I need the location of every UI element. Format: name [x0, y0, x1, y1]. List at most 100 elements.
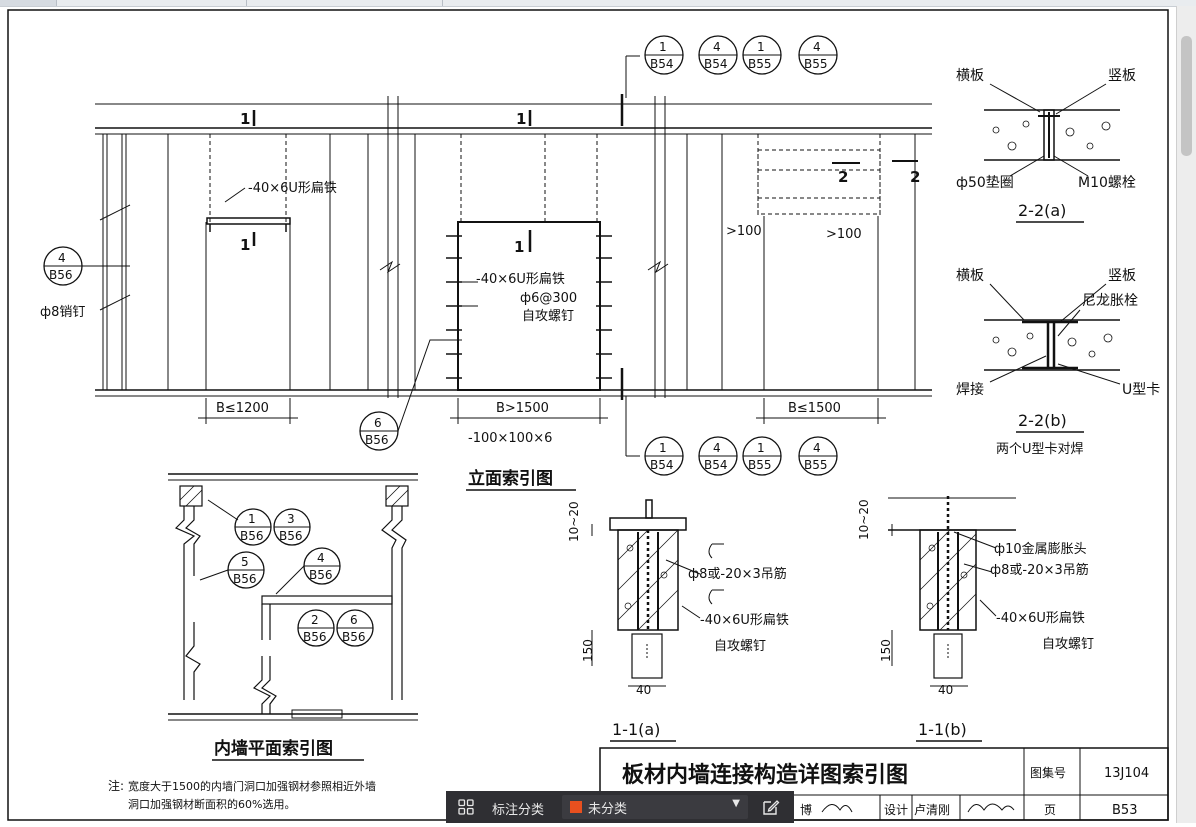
svg-text:1: 1 — [757, 441, 765, 455]
tab[interactable] — [246, 0, 443, 6]
title-block-title: 板材内墙连接构造详图索引图 — [622, 762, 908, 788]
title-block-atlas-no: 13J104 — [1104, 766, 1149, 781]
svg-text:B56: B56 — [342, 630, 366, 644]
svg-text:4: 4 — [813, 441, 821, 455]
elevation-label-flat-iron-2: -40×6U形扁铁 — [476, 272, 565, 287]
callout-group-bottom[interactable]: 1 B54 4 B54 1 B55 4 B55 — [625, 396, 838, 476]
label-flat-iron-a: -40×6U形扁铁 — [700, 613, 789, 628]
callout-5-b56[interactable]: 5 B56 — [199, 551, 265, 589]
dim-10-20: 10~20 — [567, 501, 581, 542]
scrollbar-thumb[interactable] — [1181, 36, 1192, 156]
note-line-2: 洞口加强钢材断面积的60%选用。 — [128, 797, 295, 811]
callout-4-b56[interactable]: 4 B56 — [43, 246, 130, 286]
annotation-toolbar: 标注分类 未分类 ▼ — [446, 791, 794, 823]
svg-text:4: 4 — [317, 551, 325, 565]
label-nylon-bolt: 尼龙胀栓 — [1082, 293, 1138, 309]
section-1-1-a: 10~20 150 40 ф8或-20×3吊筋 -40×6U形扁铁 自攻螺钉 1… — [567, 499, 789, 742]
note-line-1: 宽度大于1500的内墙门洞口加强钢材参照相近外墙 — [128, 779, 376, 793]
label-hanger-b: ф8或-20×3吊筋 — [990, 562, 1089, 578]
dim-150: 150 — [879, 639, 893, 662]
callout-4-b56-plan[interactable]: 4 B56 — [275, 547, 341, 595]
detail-2-2-a: 横板 竖板 ф50垫圈 M10螺栓 2-2(a) — [956, 68, 1136, 223]
grid-icon[interactable] — [458, 799, 474, 815]
dim-40: 40 — [636, 683, 651, 697]
detail-a-title: 2-2(a) — [1018, 201, 1066, 220]
detail-b-subtitle: 两个U型卡对焊 — [996, 441, 1084, 457]
category-select[interactable]: 未分类 ▼ — [562, 795, 748, 819]
dim-b-le-1200: B≤1200 — [216, 401, 269, 416]
callout-3-b56[interactable]: 3 B56 — [273, 508, 311, 546]
signature-designer — [967, 803, 1015, 813]
label-expansion: ф10金属膨胀头 — [994, 541, 1087, 557]
dim-gt-100: >100 — [726, 224, 762, 239]
callout-2-b56[interactable]: 2 B56 — [297, 609, 335, 647]
label-flat-iron-b: -40×6U形扁铁 — [996, 611, 1085, 626]
elevation-label-screw-spec: ф6@300 — [520, 291, 577, 306]
section-b-title: 1-1(b) — [918, 720, 967, 739]
label-washer: ф50垫圈 — [956, 175, 1014, 191]
dim-gt-100: >100 — [826, 227, 862, 242]
label-weld: 焊接 — [956, 381, 984, 398]
svg-text:2: 2 — [311, 613, 319, 627]
drawing-sheet: -40×6U形扁铁 1 1 1 1 -40×6U形扁铁 ф6@300 自攻螺钉 — [0, 6, 1176, 823]
dim-150: 150 — [581, 639, 595, 662]
detail-b-title: 2-2(b) — [1018, 411, 1067, 430]
plan-title: 内墙平面索引图 — [214, 738, 333, 759]
svg-text:4: 4 — [58, 251, 66, 265]
label-hanger-a: ф8或-20×3吊筋 — [688, 566, 787, 582]
vertical-scrollbar[interactable] — [1176, 6, 1196, 823]
plan-view: 1 B56 3 B56 5 B56 4 B56 2 B56 6 — [168, 473, 418, 761]
section-mark-1: 1 — [240, 110, 250, 128]
svg-text:B56: B56 — [365, 433, 389, 447]
svg-text:B54: B54 — [704, 458, 728, 472]
tab[interactable] — [0, 0, 57, 6]
dim-b-gt-1500: B>1500 — [496, 401, 549, 416]
callout-group-top[interactable]: 1 B54 4 B54 1 B55 4 B55 — [625, 35, 838, 98]
svg-text:B56: B56 — [303, 630, 327, 644]
dim-10-20: 10~20 — [857, 499, 871, 540]
title-block-design-label: 设计 — [884, 803, 908, 817]
section-1-1-b: 10~20 150 40 ф10金属膨胀头 ф8或-20×3吊筋 -40×6U形… — [857, 496, 1094, 742]
svg-text:1: 1 — [659, 441, 667, 455]
svg-text:B55: B55 — [804, 458, 828, 472]
svg-text:B56: B56 — [49, 268, 73, 282]
detail-2-2-b: 横板 竖板 尼龙胀栓 焊接 U型卡 2-2(b) 两个U型卡对焊 — [956, 268, 1160, 457]
chevron-down-icon: ▼ — [732, 798, 740, 809]
dim-40: 40 — [938, 683, 953, 697]
callout-6-b56[interactable]: 6 B56 — [359, 339, 462, 451]
svg-text:4: 4 — [713, 40, 721, 54]
svg-text:1: 1 — [659, 40, 667, 54]
section-mark-2: 2 — [910, 168, 920, 186]
tab-strip — [0, 0, 1196, 7]
label-horiz-plate: 横板 — [956, 268, 984, 284]
edit-icon[interactable] — [762, 798, 780, 816]
note-prefix: 注: — [108, 778, 124, 793]
svg-text:4: 4 — [813, 40, 821, 54]
label-self-tap-b: 自攻螺钉 — [1042, 637, 1094, 652]
drawing-canvas: -40×6U形扁铁 1 1 1 1 -40×6U形扁铁 ф6@300 自攻螺钉 — [7, 9, 1169, 821]
elevation-label-angle: -100×100×6 — [468, 431, 552, 446]
category-color-swatch — [570, 801, 582, 813]
svg-text:B54: B54 — [650, 458, 674, 472]
svg-text:3: 3 — [287, 512, 295, 526]
label-u-clip: U型卡 — [1122, 382, 1160, 398]
callout-1-b56[interactable]: 1 B56 — [234, 508, 272, 546]
section-mark-1: 1 — [516, 110, 526, 128]
svg-text:6: 6 — [374, 416, 382, 430]
title-block-check-label: 博 — [800, 802, 812, 817]
svg-text:B55: B55 — [748, 57, 772, 71]
elevation-title: 立面索引图 — [468, 468, 553, 489]
elevation-label-flat-iron-1: -40×6U形扁铁 — [248, 181, 337, 196]
callout-6-b56-plan[interactable]: 6 B56 — [336, 609, 374, 647]
title-block-page-label: 页 — [1044, 803, 1056, 817]
label-bolt: M10螺栓 — [1078, 175, 1136, 191]
title-block-page-no: B53 — [1112, 803, 1137, 818]
label-vert-plate: 竖板 — [1108, 68, 1136, 84]
elevation-label-self-tap: 自攻螺钉 — [522, 309, 574, 324]
section-a-title: 1-1(a) — [612, 720, 660, 739]
tab[interactable] — [56, 0, 247, 6]
svg-text:B56: B56 — [233, 572, 257, 586]
svg-text:6: 6 — [350, 613, 358, 627]
svg-text:B54: B54 — [650, 57, 674, 71]
section-mark-1: 1 — [514, 238, 524, 256]
